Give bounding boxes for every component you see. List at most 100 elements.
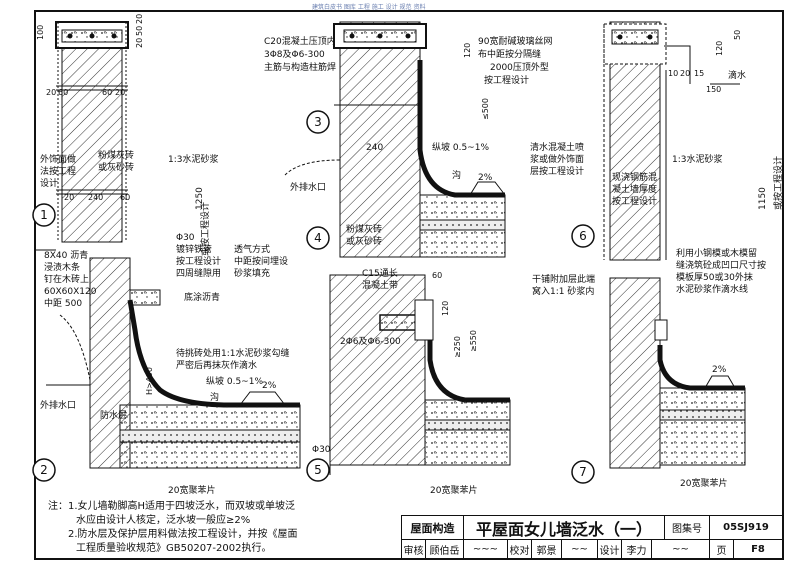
d3-mesh-1: 90宽耐碱玻璃丝网 (478, 35, 552, 47)
detail-number-1: 1 (32, 203, 56, 227)
d2-bottom-asphalt: 底涂沥青 (184, 291, 220, 303)
d3-c20-1: C20混凝土压顶内 (264, 35, 336, 47)
note-line-2: 水应由设计人核定，泛水坡一般应≥2% (76, 515, 251, 526)
d3-dim-240: 240 (366, 143, 383, 153)
detail-3-number: 3 (314, 115, 322, 129)
d7-mold-4: 水泥砂浆作滴水线 (676, 283, 748, 295)
d3-mesh-4: 按工程设计 (484, 74, 529, 86)
d5-dim-60: 60 (432, 271, 442, 280)
d1-vent-2: 中距按间埋设 (234, 255, 288, 267)
detail-number-3: 3 (306, 110, 330, 134)
title-block-category: 屋面构造 (402, 516, 464, 540)
note-line-3: 2.防水层及保护层用料做法按工程设计，并按《屋面 (68, 529, 298, 540)
d1-finish-line-3: 设计 (40, 177, 58, 189)
d1-topdim-3: 50 (135, 26, 144, 36)
d1-dim-3: 60 (102, 88, 112, 97)
d2-fill-1: 待挑砖处用1:1水泥砂浆勾缝 (176, 347, 290, 359)
detail-2-drawing (46, 257, 301, 469)
d1-topdim-4: 20 (135, 14, 144, 24)
d7-2pct: 2% (712, 365, 727, 375)
d4-brick-1: 粉煤灰砖 (346, 223, 382, 235)
d6-wall-1: 现浇钢筋混 (612, 171, 657, 183)
detail-2-number: 2 (40, 463, 48, 477)
d1-height: 1250 (195, 187, 205, 210)
d2-2pct: 2% (262, 381, 277, 391)
detail-6-drawing (603, 21, 740, 261)
d5-foam: 20宽聚苯片 (430, 484, 477, 496)
d6-mortar: 1:3水泥砂浆 (672, 153, 723, 165)
d1-pipe-4: 四周缝隙用 (176, 267, 221, 279)
d1-finish-line-2: 法按工程 (40, 165, 76, 177)
d1-dim-6: 20 (64, 193, 74, 202)
d2-wood-4: 60X60X120 (44, 287, 97, 297)
d1-pipe-1: Φ30 (176, 233, 195, 243)
d7-mold-2: 缝浇筑砼成凹口尺寸按 (676, 259, 766, 271)
d1-pipe-3: 按工程设计 (176, 255, 221, 267)
title-block: 屋面构造 平屋面女儿墙泛水（一） 图集号 05SJ919 审核 顾伯岳 ~~~ … (401, 515, 783, 560)
title-block-check-label: 校对 (508, 540, 532, 560)
d2-slope: 纵坡 0.5~1% (206, 375, 263, 387)
d1-brick-line-1: 粉煤灰砖 (98, 149, 134, 161)
title-block-review-label: 审核 (402, 540, 426, 560)
detail-1-drawing (36, 21, 129, 251)
detail-number-5: 5 (306, 458, 330, 482)
d7-mold-1: 利用小钢模或木模留 (676, 247, 757, 259)
d6-dim-15: 15 (694, 69, 704, 78)
d2-foam: 20宽聚苯片 (168, 484, 215, 496)
d1-drain: 外排水口 (290, 181, 326, 193)
detail-5-drawing (329, 274, 511, 475)
detail-number-2: 2 (32, 458, 56, 482)
detail-5-number: 5 (314, 463, 322, 477)
d3-c20-2: 3Φ8及Φ6-300 (264, 49, 325, 60)
title-block-title: 平屋面女儿墙泛水（一） (464, 516, 665, 540)
detail-7-drawing (609, 277, 746, 469)
d1-topdim-1: 100 (36, 25, 45, 40)
d1-dim-4: 20 (115, 88, 125, 97)
d6-dim-120: 120 (715, 41, 724, 56)
d3-mesh-3: 2000压顶外型 (490, 61, 549, 73)
d6-wall-3: 按工程设计 (612, 195, 657, 207)
title-block-atlas-label: 图集号 (665, 516, 710, 540)
d3-c20-3: 主筋与构造柱筋焊 (264, 61, 336, 73)
d6-dim-150: 150 (706, 85, 721, 94)
detail-number-4: 4 (306, 226, 330, 250)
d6-clear-1: 清水混凝土喷 (530, 141, 584, 153)
d4-2pct: 2% (478, 173, 493, 183)
d2-h400: H>400 (145, 367, 154, 395)
d3-dim-120: 120 (463, 43, 472, 58)
title-block-design-label: 设计 (598, 540, 622, 560)
title-block-design-signature: ~~ (652, 540, 710, 560)
d1-dim-5: 240 (88, 193, 103, 202)
title-block-review-signature: ~~~ (464, 540, 508, 560)
d5-phi30: Φ30 (312, 445, 331, 455)
d6-clear-3: 层按工程设计 (530, 165, 584, 177)
d7-dry-1: 干铺附加层此端 (532, 273, 595, 285)
d2-waterproof: 防水层 (100, 409, 127, 421)
d1-finish-line-1: 外饰面做 (40, 153, 76, 165)
detail-7-number: 7 (579, 465, 587, 479)
d6-clear-2: 浆或做外饰面 (530, 153, 584, 165)
d1-mortar: 1:3水泥砂浆 (168, 153, 219, 165)
d5-c15-2: 混凝土带 (362, 279, 398, 291)
d6-dim-10: 10 (668, 69, 678, 78)
d7-dry-2: 窝入1:1 砂浆内 (532, 285, 594, 297)
d5-dim-550: ≥550 (469, 330, 478, 352)
d7-mold-3: 模板厚50或30外抹 (676, 271, 753, 283)
d1-vertical-note: 或按工程设计 (199, 202, 211, 256)
title-block-check-signature: ~~ (562, 540, 598, 560)
note-line-4: 工程质量验收规范》GB50207-2002执行。 (76, 543, 272, 554)
d1-dim-7: 60 (120, 193, 130, 202)
d6-vertical-note: 或按工程设计 (772, 156, 784, 210)
title-block-designer: 李力 (622, 540, 652, 560)
d1-dim-2: 60 (58, 88, 68, 97)
d5-c15-1: C15通长 (362, 267, 398, 279)
d3-dim-500: ≤500 (481, 98, 490, 120)
d2-wood-3: 钉在木砖上 (44, 273, 89, 285)
d5-dim-250: ≥250 (453, 336, 462, 358)
title-block-atlas-no: 05SJ919 (710, 516, 783, 540)
d2-wood-1: 8X40 沥青 (44, 249, 88, 261)
detail-3-drawing (284, 21, 506, 258)
d2-wood-5: 中距 500 (44, 297, 82, 309)
d4-brick-2: 或灰砂砖 (346, 235, 382, 247)
